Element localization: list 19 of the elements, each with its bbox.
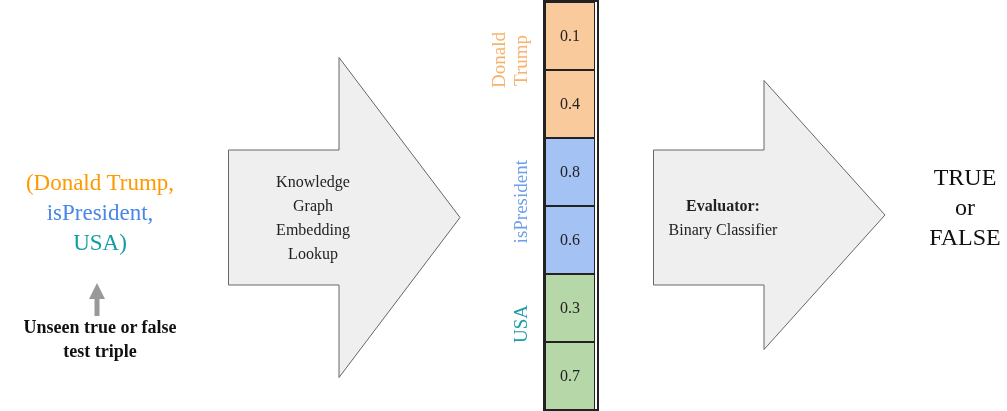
- arrow-label: Evaluator:: [686, 195, 760, 216]
- vector-cell: 0.3: [545, 274, 595, 342]
- segment-label: isPresident: [510, 160, 532, 244]
- vector-cell: 0.6: [545, 206, 595, 274]
- vector-cell: 0.4: [545, 70, 595, 138]
- arrow-label: Binary Classifier: [668, 219, 778, 241]
- triple-text: isPresident,: [45, 199, 155, 227]
- triple-text: (Donald Trump,: [24, 169, 176, 197]
- arrow-label: Knowledge Graph Embedding Lookup: [275, 171, 351, 265]
- segment-label: Donald Trump: [488, 31, 532, 90]
- vector-bar: [543, 0, 599, 411]
- vector-cell: 0.7: [545, 342, 595, 410]
- vector-cell: 0.1: [545, 2, 595, 70]
- arrow: [89, 283, 105, 316]
- triple-text: USA): [72, 229, 128, 257]
- vector-cell: 0.8: [545, 138, 595, 206]
- segment-label: USA: [510, 305, 532, 343]
- note-text: Unseen true or false test triple: [20, 315, 180, 365]
- result-text: TRUE or FALSE: [925, 162, 1005, 262]
